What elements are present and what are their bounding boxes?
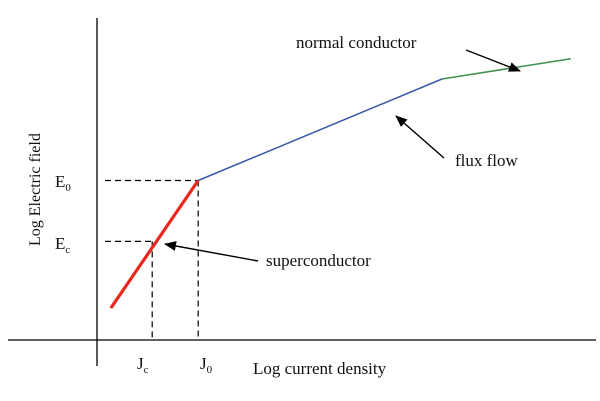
arrow-flux-flow — [395, 115, 445, 159]
superconductor-line — [109, 179, 200, 310]
arrow-normal-conductor — [465, 49, 521, 72]
y-mark-ec: Ec — [55, 234, 70, 256]
annotation-normal-conductor: normal conductor — [296, 33, 417, 52]
y-mark-e0: E0 — [55, 172, 71, 194]
annotation-superconductor: superconductor — [266, 251, 371, 270]
x-mark-j0: J0 — [200, 354, 213, 376]
normal-conductor-line — [441, 57, 571, 80]
flux-flow-line — [197, 78, 443, 182]
arrow-superconductor — [164, 241, 259, 262]
annotation-flux-flow: flux flow — [455, 151, 519, 170]
x-mark-jc: Jc — [137, 354, 149, 376]
x-axis-label: Log current density — [253, 359, 387, 378]
y-axis-label: Log Electric field — [27, 133, 44, 246]
